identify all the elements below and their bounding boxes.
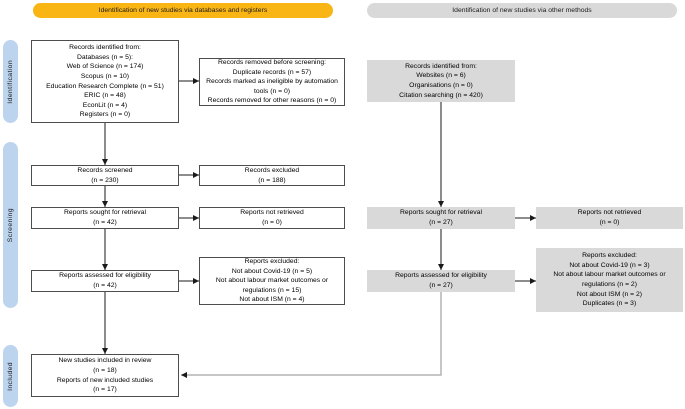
box-reports-assessed-eligibility: Reports assessed for eligibility (n = 42… [31, 270, 179, 292]
box-other-reports-assessed: Reports assessed for eligibility (n = 27… [367, 270, 515, 292]
stage-label-screening: Screening [7, 207, 14, 243]
box-records-identified-databases: Records identified from: Databases (n = … [31, 40, 179, 123]
box-reports-excluded-reasons: Reports excluded: Not about Covid-19 (n … [199, 257, 345, 305]
box-other-reports-excluded-reasons: Reports excluded: Not about Covid-19 (n … [536, 248, 683, 312]
box-other-reports-sought: Reports sought for retrieval (n = 27) [367, 207, 515, 229]
box-other-records-identified: Records identified from: Websites (n = 6… [367, 60, 515, 102]
box-records-removed-before-screening: Records removed before screening: Duplic… [199, 58, 345, 106]
stage-pill-screening: Screening [3, 142, 18, 308]
banner-other-methods: Identification of new studies via other … [367, 3, 677, 18]
stage-pill-included: Included [3, 345, 18, 407]
banner-databases-registers: Identification of new studies via databa… [33, 3, 333, 18]
stage-pill-identification: Identification [3, 40, 18, 123]
box-other-reports-not-retrieved: Reports not retrieved (n = 0) [536, 207, 683, 229]
box-records-excluded: Records excluded (n = 188) [199, 165, 345, 186]
box-records-screened: Records screened (n = 230) [31, 165, 179, 186]
box-reports-sought-retrieval: Reports sought for retrieval (n = 42) [31, 207, 179, 229]
box-new-studies-included: New studies included in review (n = 18) … [31, 354, 179, 397]
stage-label-included: Included [7, 361, 14, 391]
box-reports-not-retrieved: Reports not retrieved (n = 0) [199, 207, 345, 229]
stage-label-identification: Identification [7, 59, 14, 104]
